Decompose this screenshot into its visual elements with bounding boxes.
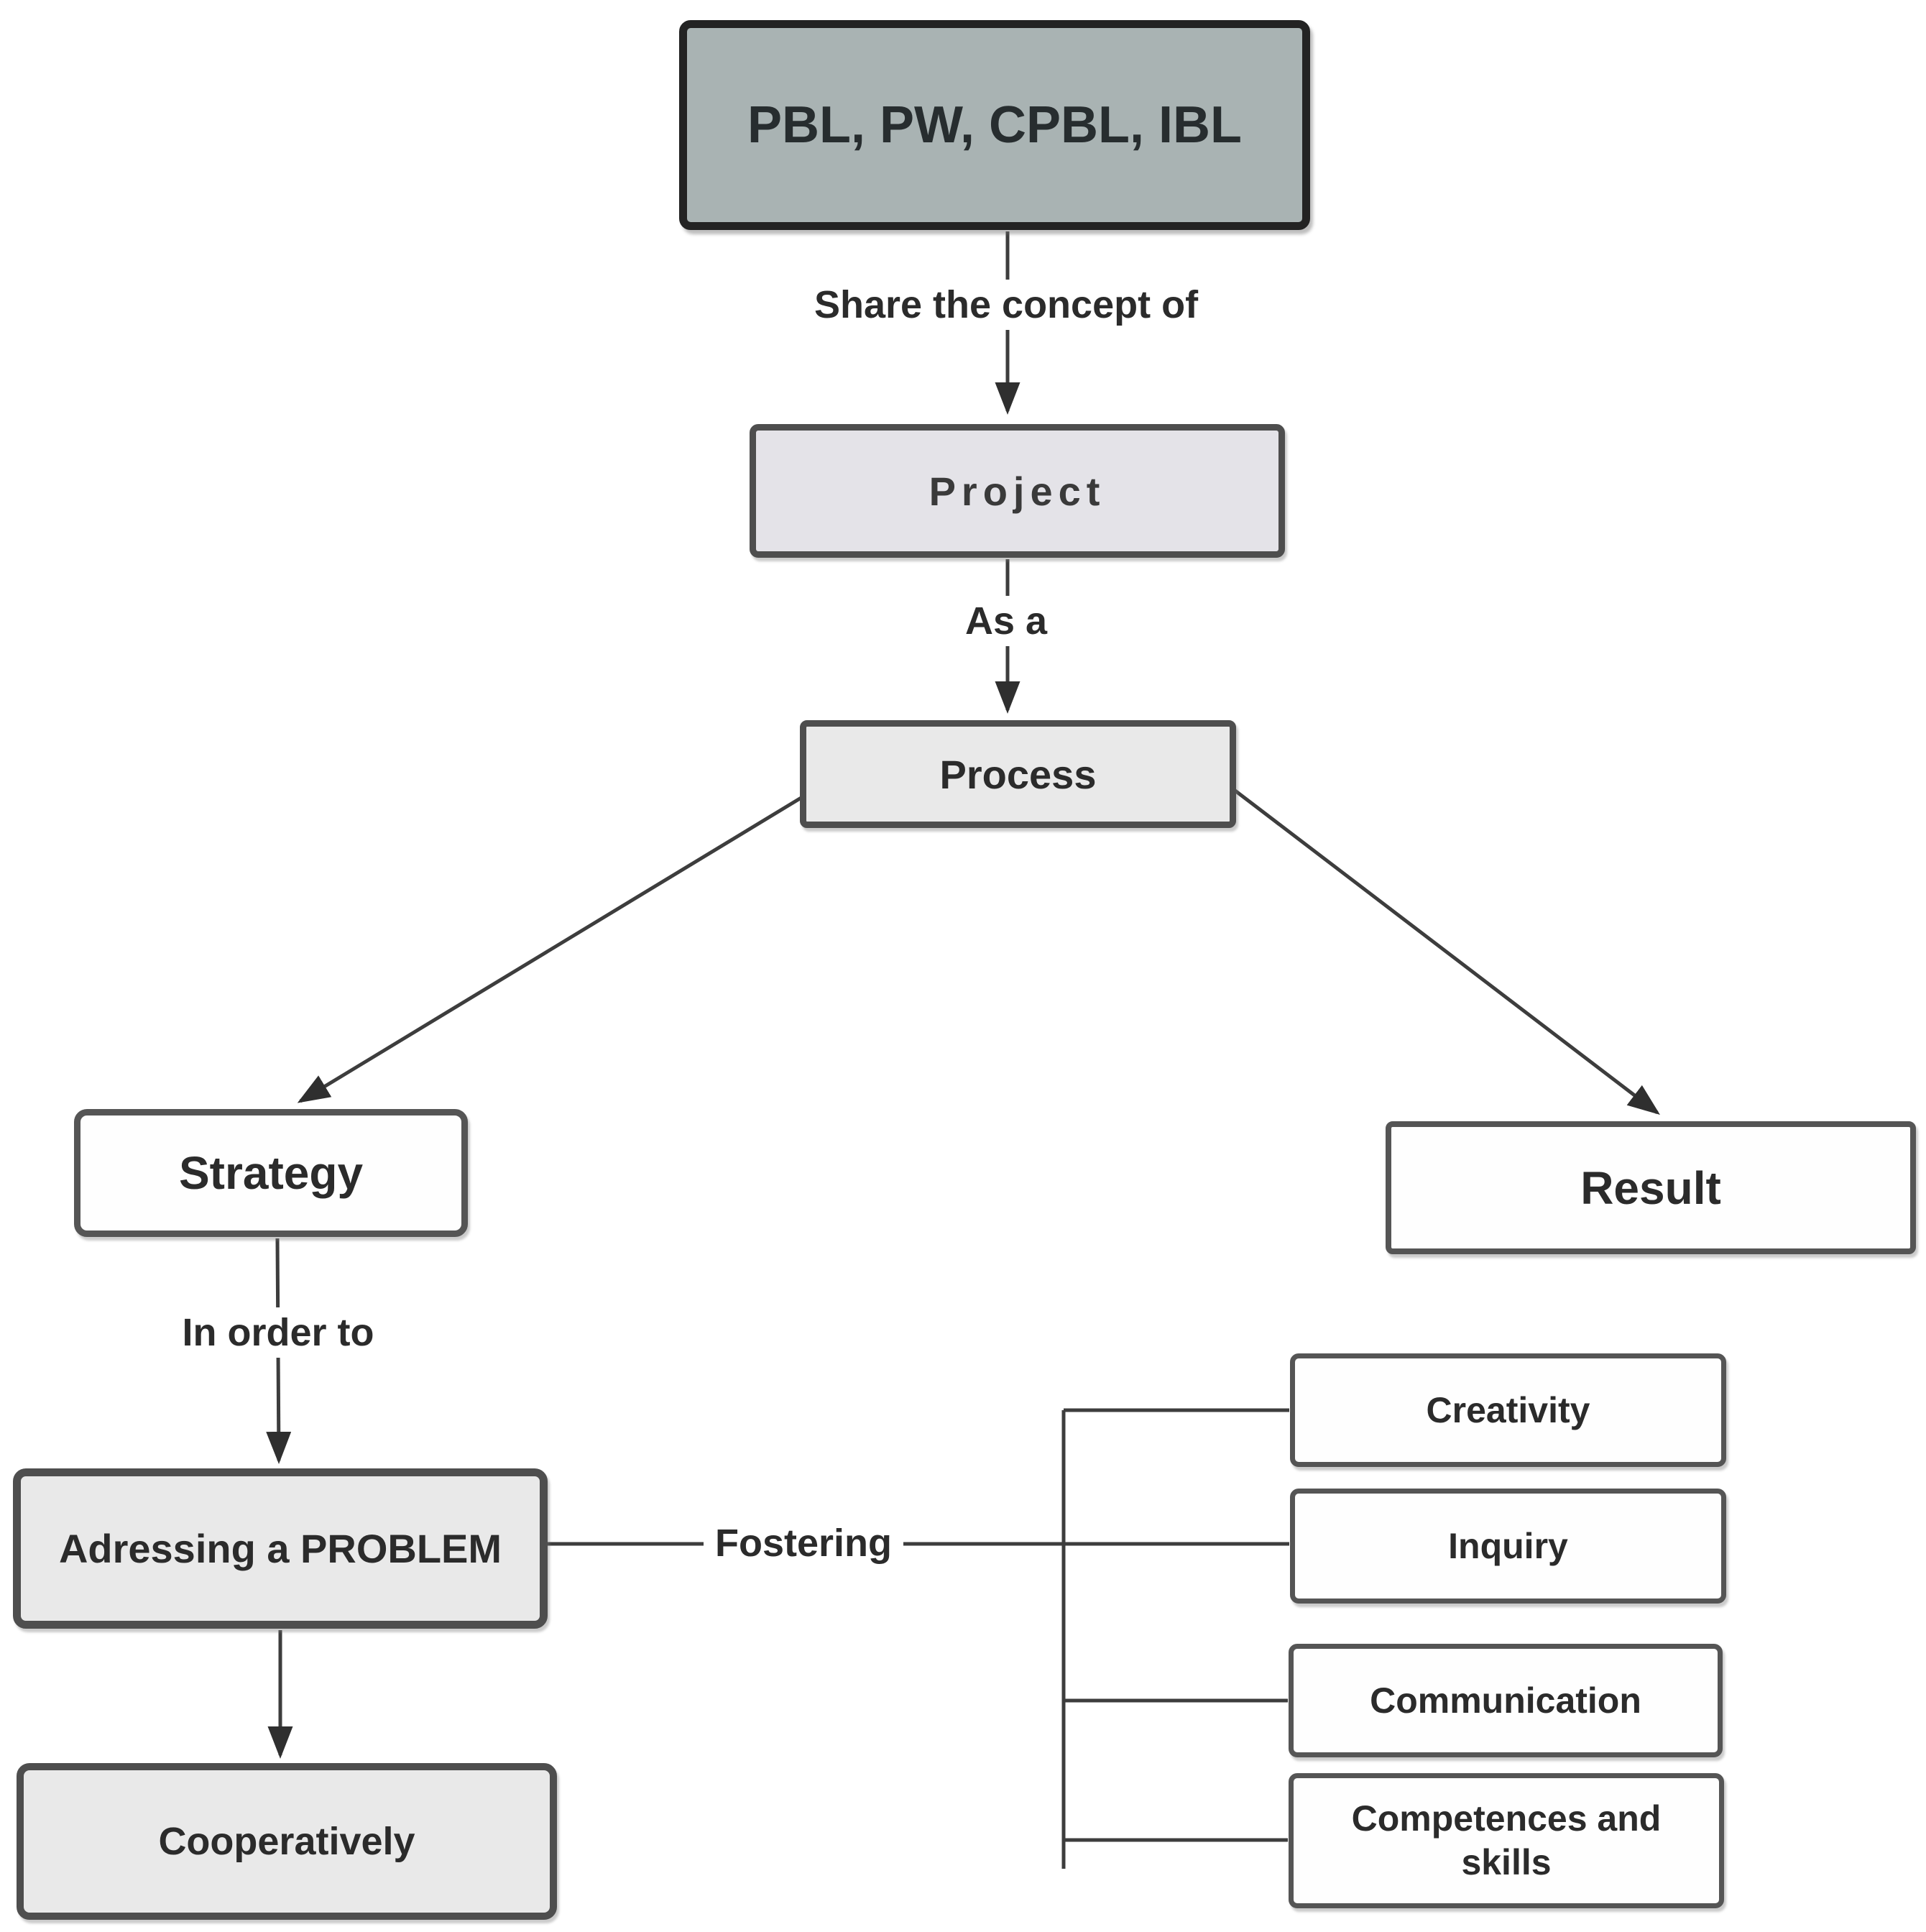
node-label: Competences and skills xyxy=(1351,1798,1662,1882)
node-creativity: Creativity xyxy=(1290,1353,1726,1467)
node-label: Inquiry xyxy=(1448,1526,1568,1566)
node-label: Creativity xyxy=(1426,1390,1590,1430)
edge-label-in-order-to: In order to xyxy=(170,1307,386,1358)
node-competences-and-skills: Competences and skills xyxy=(1289,1773,1724,1908)
node-label: Strategy xyxy=(178,1147,364,1199)
node-inquiry: Inquiry xyxy=(1290,1489,1726,1604)
node-communication: Communication xyxy=(1289,1644,1723,1757)
node-result: Result xyxy=(1386,1121,1916,1254)
node-label: Adressing a PROBLEM xyxy=(58,1526,502,1571)
node-label: Communication xyxy=(1370,1680,1641,1721)
node-label: Result xyxy=(1580,1162,1721,1214)
node-label: Process xyxy=(939,751,1097,797)
edge-label-as-a: As a xyxy=(953,596,1059,646)
node-process: Process xyxy=(800,720,1236,828)
node-label: PBL, PW, CPBL, IBL xyxy=(747,96,1242,154)
node-cooperatively: Cooperatively xyxy=(17,1763,557,1920)
edge-process-strategy xyxy=(297,794,805,1103)
edge-process-result xyxy=(1232,788,1660,1116)
node-adressing-a-problem: Adressing a PROBLEM xyxy=(13,1468,548,1629)
node-label: Cooperatively xyxy=(158,1820,415,1863)
node-strategy: Strategy xyxy=(74,1109,468,1237)
node-label: Project xyxy=(929,468,1106,514)
edge-label-share-the-concept-of: Share the concept of xyxy=(802,280,1210,330)
edge-label-fostering: Fostering xyxy=(703,1518,904,1568)
node-pbl-pw-cpbl-ibl: PBL, PW, CPBL, IBL xyxy=(679,20,1310,230)
node-project: Project xyxy=(750,424,1285,558)
